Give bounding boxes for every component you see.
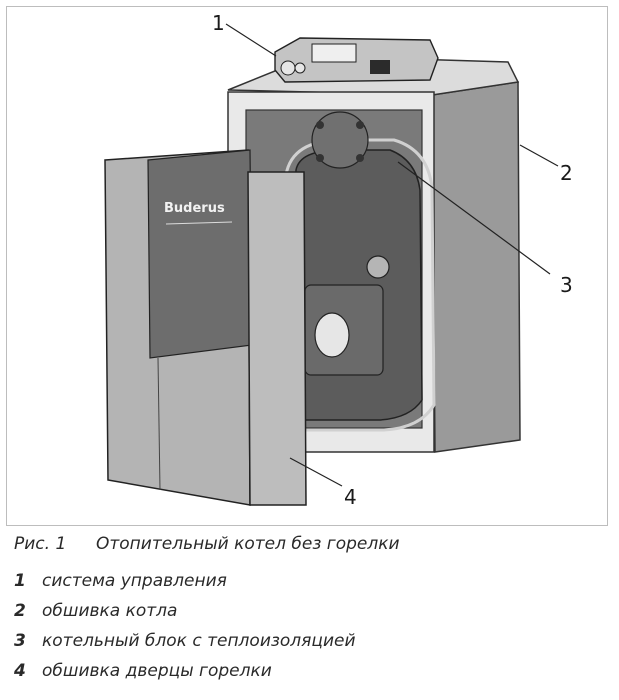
caption-label: Рис. 1 [14,534,67,554]
legend-number: 1 [14,571,26,591]
callout-4: 4 [344,485,357,509]
legend-text: обшивка котла [42,601,178,621]
sight-glass [366,255,390,279]
legend-text: обшивка дверцы горелки [42,661,272,681]
boiler-illustration: Buderus 1 2 3 4 [104,11,573,509]
figure-caption: Рис. 1 Отопительный котел без горелки [14,534,400,554]
legend-text: система управления [42,571,227,591]
legend-item: 3 котельный блок с теплоизоляцией [14,626,604,656]
brand-logo: Buderus [164,201,225,216]
legend-item: 4 обшивка дверцы горелки [14,656,604,686]
legend-number: 3 [14,631,26,651]
top-flange [311,111,369,169]
caption-title: Отопительный котел без горелки [96,534,400,554]
legend-number: 2 [14,601,26,621]
legend-item: 1 система управления [14,566,604,596]
callout-2: 2 [560,161,573,185]
legend-text: котельный блок с теплоизоляцией [42,631,356,651]
burner-door-casing: Buderus [104,149,307,506]
thermal-insulation [284,138,436,432]
legend-item: 2 обшивка котла [14,596,604,626]
callout-1: 1 [212,11,225,35]
legend-number: 4 [14,661,26,681]
burner-port [314,312,350,358]
boiler-casing-side [431,81,521,453]
legend: 1 система управления 2 обшивка котла 3 коте… [14,566,604,686]
control-unit [274,37,439,83]
callout-3: 3 [560,273,573,297]
